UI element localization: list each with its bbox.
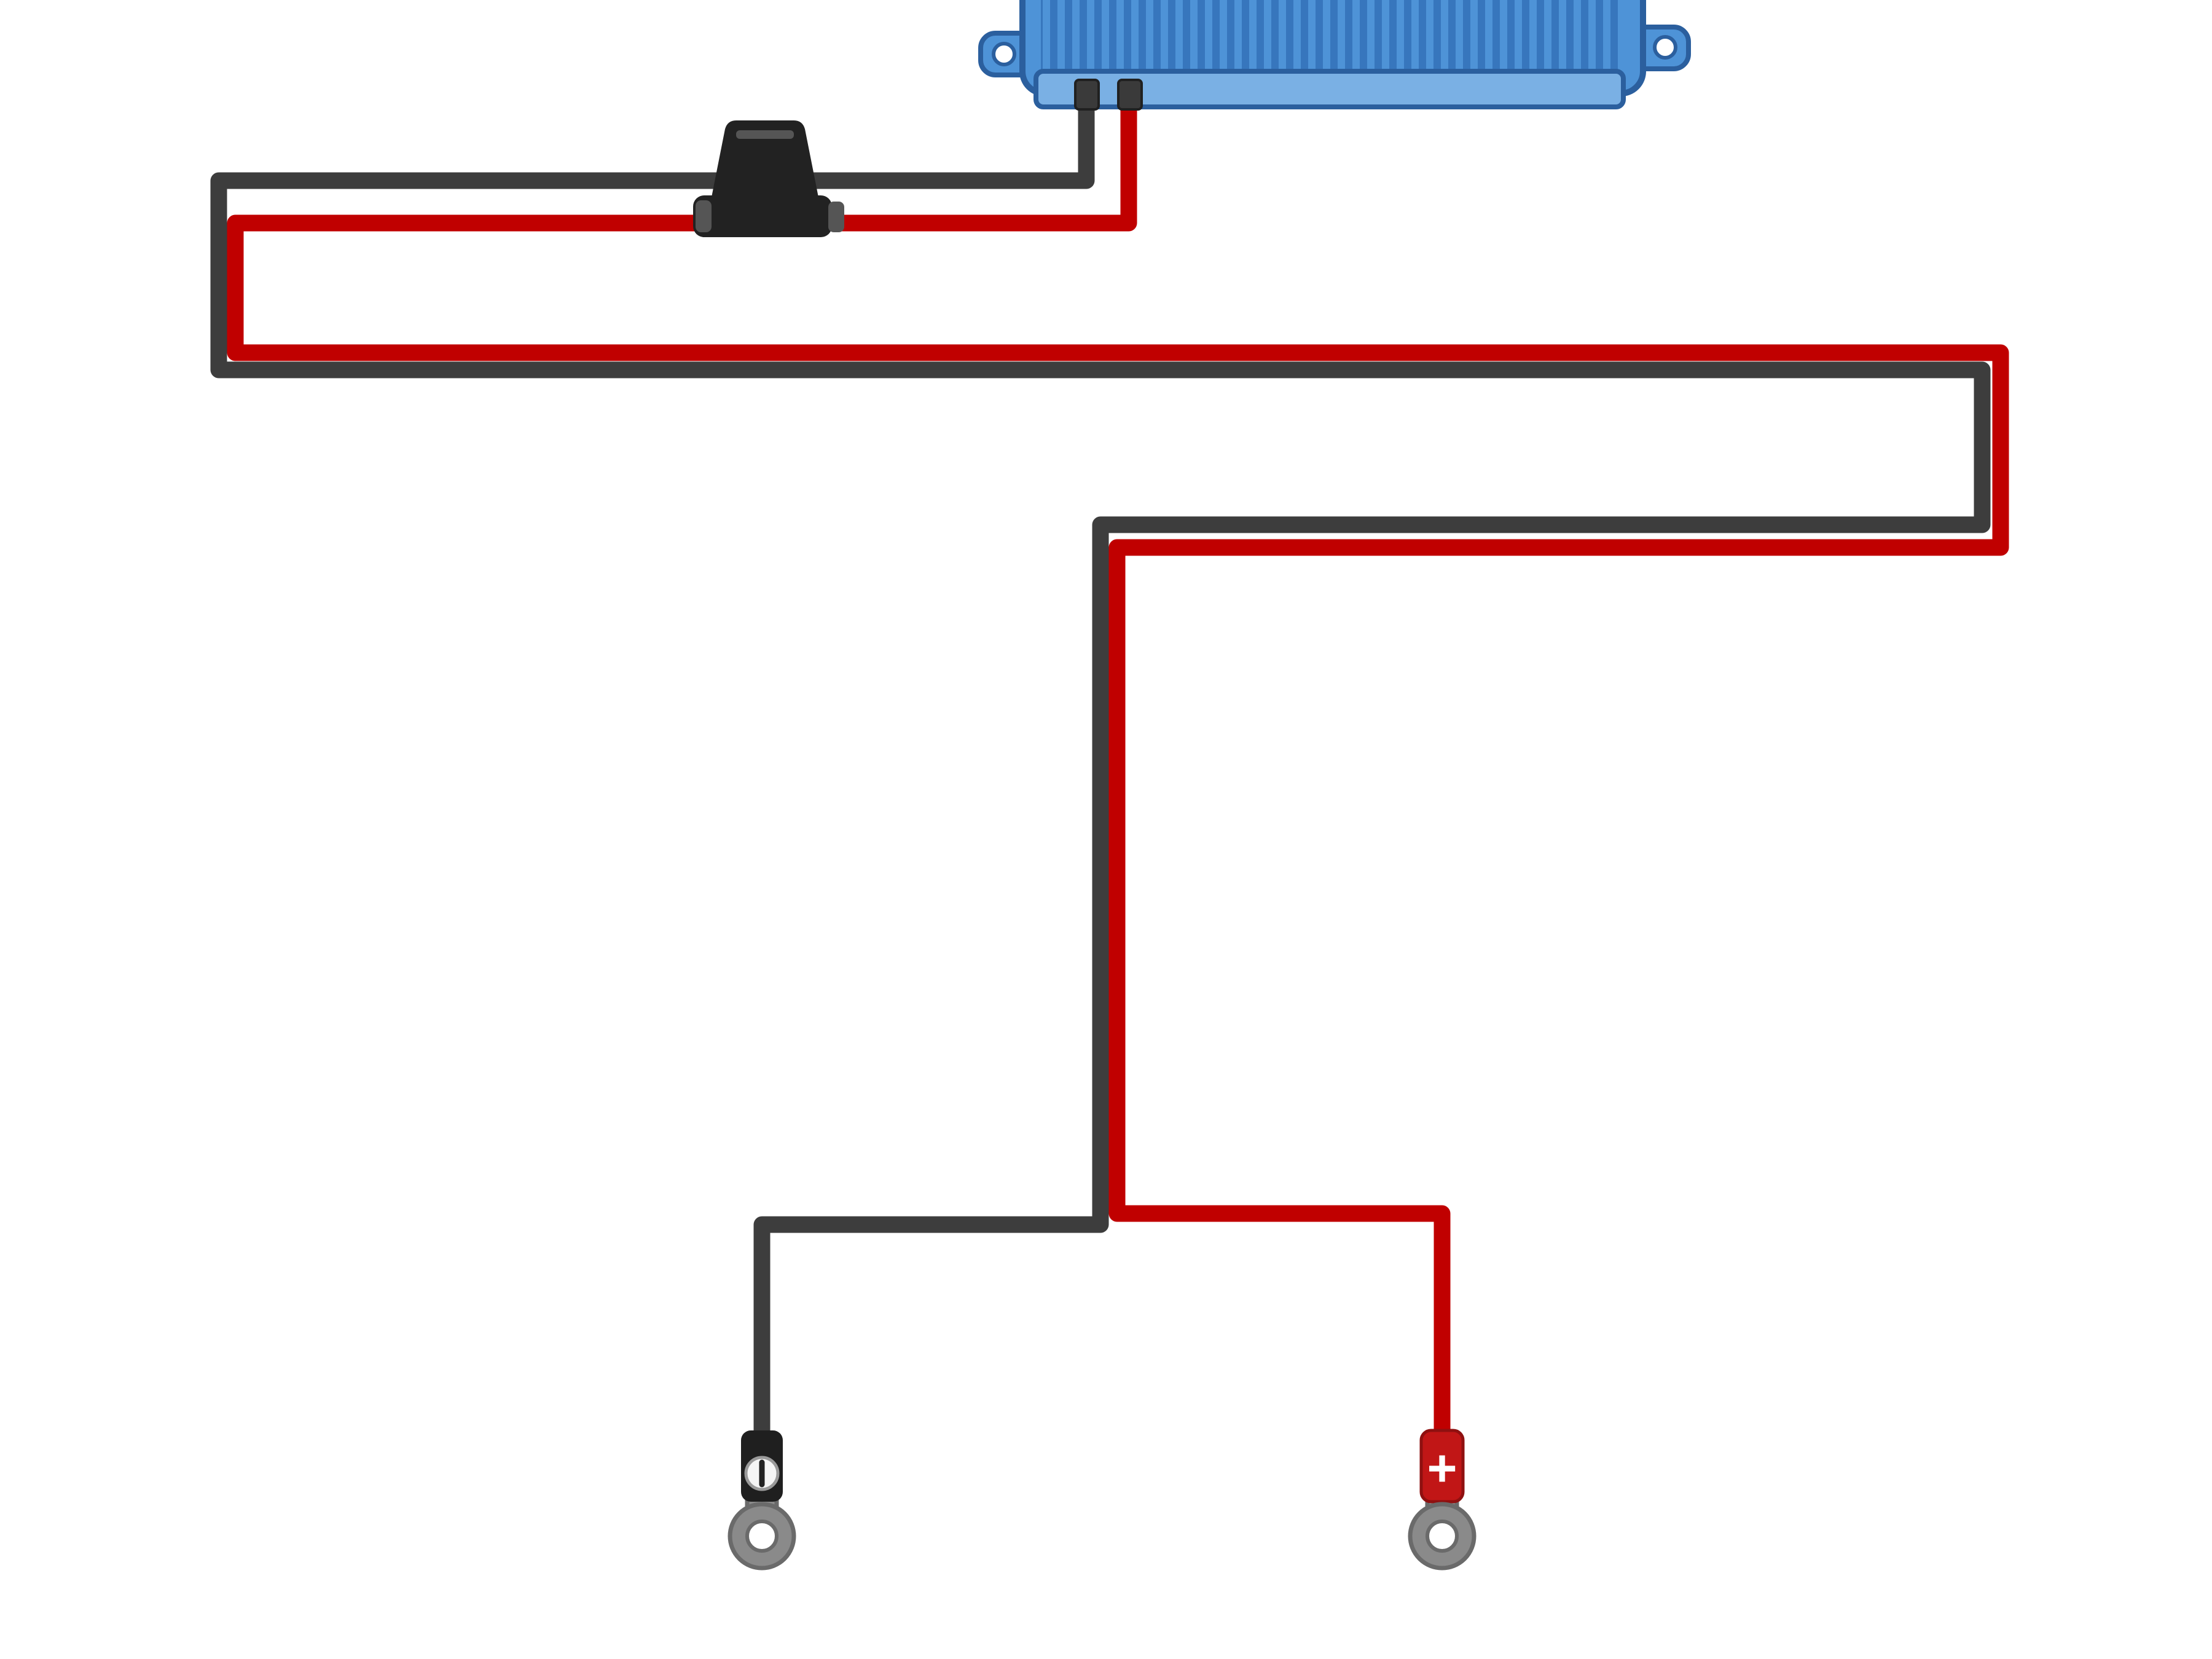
charger-base-band bbox=[1033, 69, 1626, 109]
positive-terminal-ring-hole bbox=[1426, 1520, 1459, 1553]
positive-wire-path bbox=[227, 92, 2009, 1444]
charger-positive-terminal-block bbox=[1117, 79, 1143, 111]
negative-wire-path bbox=[210, 92, 1991, 1444]
positive-wire bbox=[227, 92, 2009, 1444]
charger-cooling-fins bbox=[1041, 0, 1625, 74]
negative-wire bbox=[210, 92, 1991, 1444]
positive-terminal-crimp bbox=[1419, 1429, 1465, 1504]
fuse-cover-cap bbox=[711, 120, 819, 200]
battery-charger bbox=[978, 0, 1691, 111]
charger-mount-hole-right bbox=[1653, 35, 1677, 60]
fuse-left-end-cap bbox=[696, 200, 712, 232]
charger-mount-hole-left bbox=[992, 42, 1016, 66]
fuse-right-strap bbox=[828, 202, 844, 232]
charger-negative-terminal-block bbox=[1074, 79, 1100, 111]
ring-terminal-positive: + bbox=[1408, 1429, 1477, 1571]
ring-terminal-negative bbox=[728, 1430, 796, 1571]
inline-fuse-holder bbox=[693, 120, 844, 237]
fuse-cap-hinge bbox=[736, 130, 794, 139]
negative-terminal-ring-hole bbox=[745, 1520, 779, 1553]
fuse-barrel bbox=[693, 195, 832, 237]
positive-terminal-plus-label: + bbox=[1427, 1439, 1457, 1497]
